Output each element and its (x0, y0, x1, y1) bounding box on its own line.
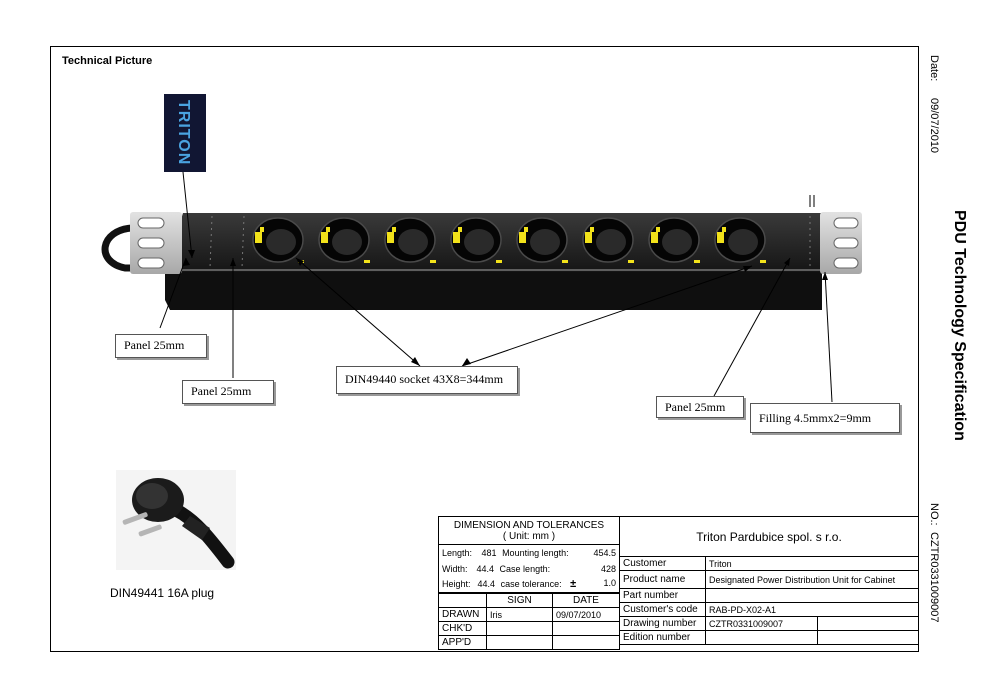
tolerance-label: case tolerance: (500, 579, 562, 590)
drawing-label: Drawing number (619, 616, 706, 631)
drawing-value: CZTR0331009007 (705, 616, 818, 631)
edition-extra (817, 630, 919, 645)
pdu-bottom-body (165, 272, 822, 310)
leader-socket-1 (295, 257, 421, 367)
socket-3 (384, 217, 436, 263)
chkd-label: CHK'D (438, 621, 487, 636)
appd-date (552, 635, 620, 650)
customer-code-label: Customer's code (619, 602, 706, 617)
callout-filling: Filling 4.5mmx2=9mm (750, 403, 900, 433)
product-label: Product name (619, 570, 706, 589)
socket-5 (516, 217, 568, 263)
length-value: 481 (481, 547, 497, 558)
part-label: Part number (619, 588, 706, 603)
part-value (705, 588, 919, 603)
width-value: 44.4 (476, 563, 495, 574)
callout-panel-right: Panel 25mm (656, 396, 744, 418)
chkd-date (552, 621, 620, 636)
case-length-value: 428 (600, 563, 616, 574)
tolerance-value: 1.0 (603, 578, 616, 589)
sign-header: SIGN (486, 593, 553, 608)
date-header: DATE (552, 593, 620, 608)
plug-caption: DIN49441 16A plug (110, 586, 215, 600)
triton-logo: TRITON (164, 94, 206, 172)
customer-code-value: RAB-PD-X02-A1 (705, 602, 919, 617)
dimension-table: DIMENSION AND TOLERANCES ( Unit: mm ) Le… (438, 516, 620, 650)
customer-value: Triton (705, 556, 919, 571)
edition-value (705, 630, 818, 645)
drawn-sign: Iris (486, 607, 553, 622)
product-value: Designated Power Distribution Unit for C… (705, 570, 919, 589)
leader-filling (824, 271, 833, 403)
appd-label: APP'D (438, 635, 487, 650)
socket-4 (450, 217, 502, 263)
section-title: Technical Picture (62, 55, 153, 67)
length-label: Length: (442, 547, 473, 558)
height-label: Height: (442, 579, 471, 590)
callout-socket: DIN49440 socket 43X8=344mm (336, 366, 518, 394)
socket-7 (648, 217, 700, 263)
mounting-value: 454.5 (593, 547, 616, 558)
height-value: 44.4 (477, 579, 496, 590)
callout-panel-left-top: Panel 25mm (115, 334, 207, 358)
leader-panel-right (713, 257, 791, 397)
socket-8 (714, 217, 766, 263)
edition-label: Edition number (619, 630, 706, 645)
case-length-label: Case length: (499, 563, 551, 574)
leader-panel-left-top (159, 257, 187, 329)
mounting-label: Mounting length: (502, 547, 569, 558)
drawn-label: DRAWN (438, 607, 487, 622)
dimension-unit: ( Unit: mm ) (502, 530, 556, 542)
appd-sign (486, 635, 553, 650)
dimension-title: DIMENSION AND TOLERANCES (453, 519, 605, 531)
leader-logo (182, 171, 193, 259)
socket-1 (252, 217, 304, 263)
drawing-extra (817, 616, 919, 631)
power-cable (101, 224, 138, 272)
tolerance-symbol: ± (570, 578, 577, 591)
customer-label: Customer (619, 556, 706, 571)
info-table: Triton Pardubice spol. s r.o. Customer T… (619, 516, 919, 645)
drawn-date: 09/07/2010 (552, 607, 620, 622)
socket-2 (318, 217, 370, 263)
plug-image (116, 470, 236, 570)
right-mount-bracket (820, 212, 862, 274)
left-mount-bracket (130, 212, 182, 274)
callout-panel-left-bottom: Panel 25mm (182, 380, 274, 404)
drawing-frame (50, 46, 919, 652)
width-label: Width: (442, 563, 468, 574)
leader-socket-2 (461, 265, 753, 367)
company-name: Triton Pardubice spol. s r.o. (619, 516, 919, 557)
chkd-sign (486, 621, 553, 636)
socket-6 (582, 217, 634, 263)
